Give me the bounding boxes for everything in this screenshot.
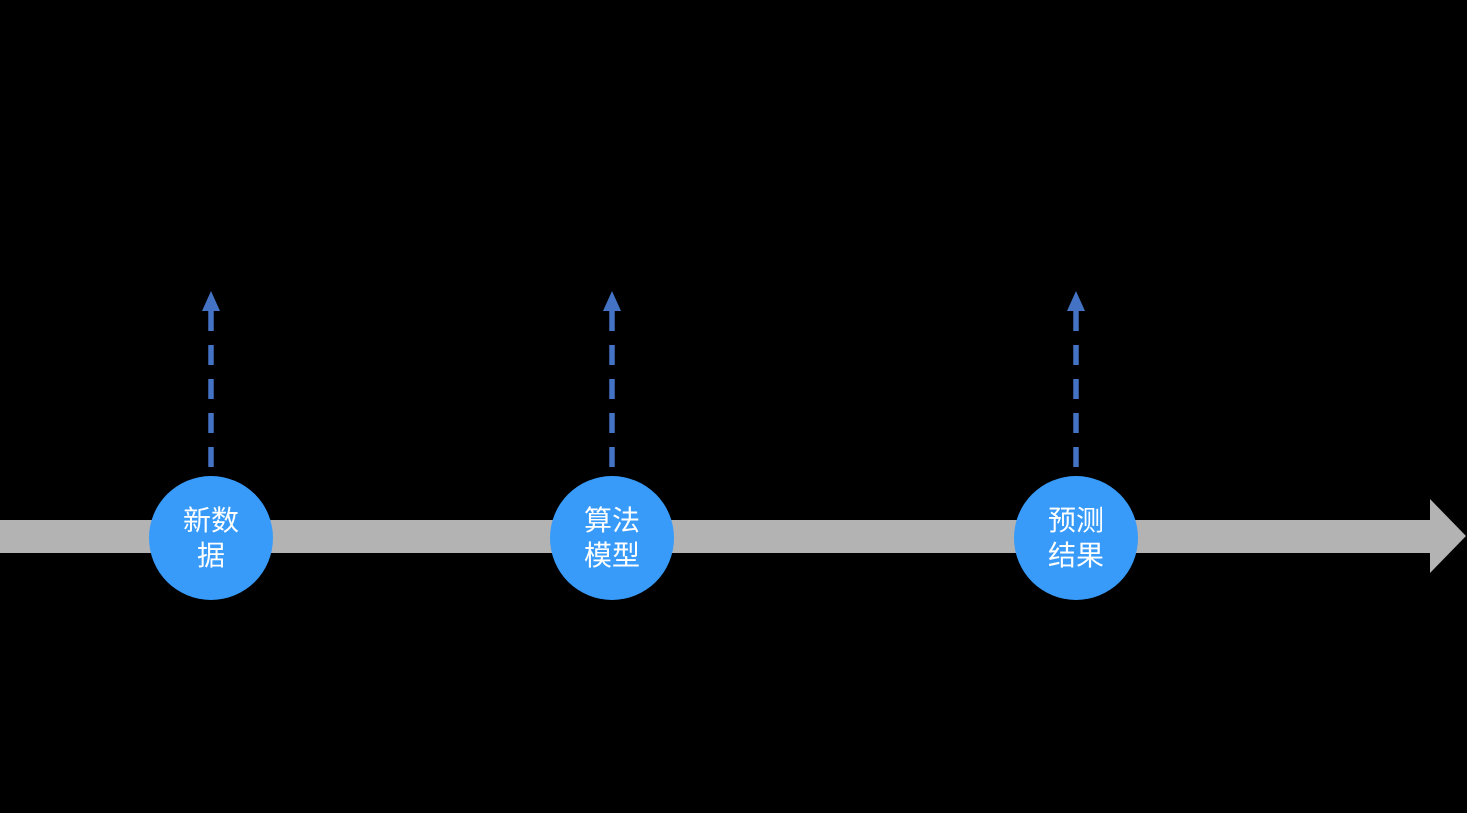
node-label-line: 模型 (583, 540, 640, 571)
node-label-line: 新数 (182, 505, 239, 536)
timeline-node-prediction-result: 预测 结果 (1014, 476, 1138, 600)
node-label-line: 据 (196, 540, 225, 571)
timeline-arrowhead-icon (1430, 499, 1466, 573)
node-label-line: 算法 (583, 505, 640, 536)
dashed-up-arrow-icon (1067, 291, 1085, 478)
timeline-node-algorithm-model: 算法 模型 (550, 476, 674, 600)
timeline-node-new-data: 新数 据 (149, 476, 273, 600)
node-label-line: 预测 (1047, 505, 1104, 536)
dashed-up-arrow-icon (202, 291, 220, 478)
node-label-line: 结果 (1047, 540, 1104, 571)
dashed-up-arrow-icon (603, 291, 621, 478)
